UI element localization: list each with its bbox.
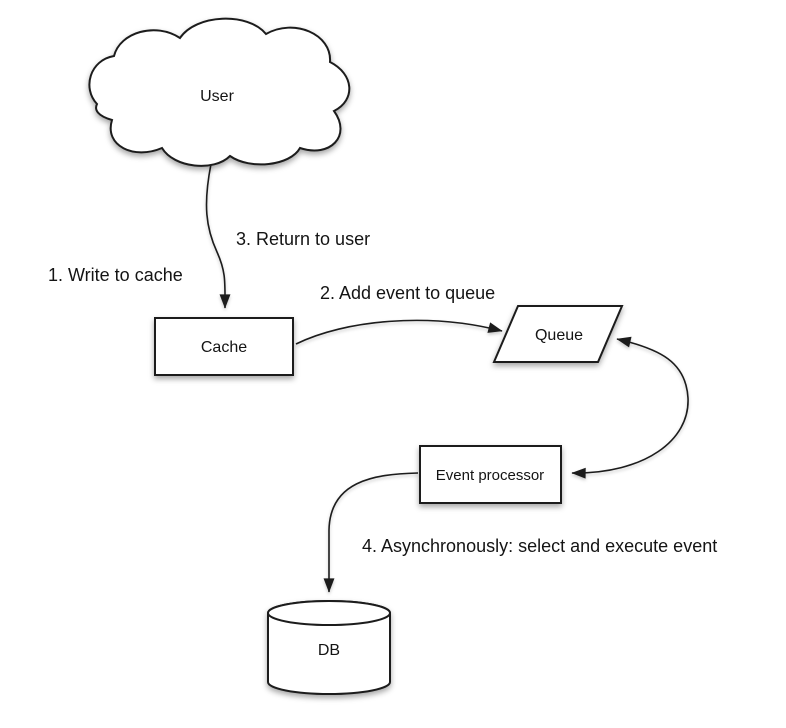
node-user: User bbox=[88, 17, 351, 167]
edge-event-processor-to-db bbox=[323, 472, 419, 593]
user-label: User bbox=[200, 88, 234, 105]
queue-parallelogram bbox=[492, 305, 624, 363]
edge-cache-to-queue bbox=[295, 319, 503, 345]
queue-label: Queue bbox=[535, 327, 583, 344]
db-label: DB bbox=[318, 642, 340, 659]
edge-user-to-cache bbox=[205, 163, 231, 309]
node-queue: Queue bbox=[492, 305, 624, 363]
edge-queue-event-processor bbox=[571, 336, 689, 479]
step4-label: 4. Asynchronously: select and execute ev… bbox=[362, 536, 717, 556]
db-cylinder-top bbox=[267, 600, 391, 626]
step-labels: 1. Write to cache 3. Return to user 2. A… bbox=[48, 229, 717, 556]
node-event-processor: Event processor bbox=[419, 445, 562, 504]
node-cache: Cache bbox=[154, 317, 294, 376]
nodes: User Cache Queue Event processor DB bbox=[88, 17, 624, 695]
edges bbox=[205, 163, 689, 593]
event-processor-box bbox=[419, 445, 562, 504]
event-processor-label: Event processor bbox=[436, 467, 544, 484]
step1-label: 1. Write to cache bbox=[48, 265, 183, 285]
user-cloud-shape bbox=[88, 17, 351, 167]
cache-box bbox=[154, 317, 294, 376]
node-db: DB bbox=[267, 600, 391, 695]
step2-label: 2. Add event to queue bbox=[320, 283, 495, 303]
cache-label: Cache bbox=[201, 339, 247, 356]
step3-label: 3. Return to user bbox=[236, 229, 370, 249]
